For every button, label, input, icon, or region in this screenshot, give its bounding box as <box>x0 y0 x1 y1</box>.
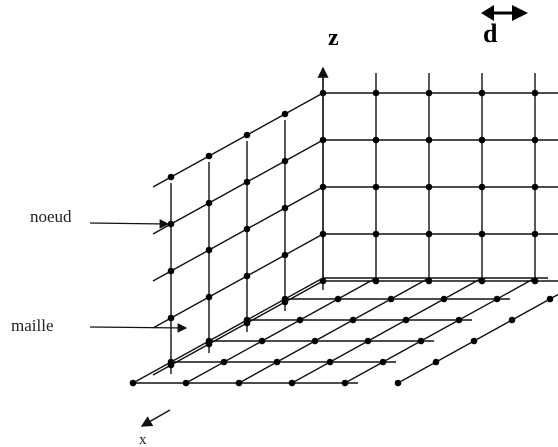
grid-node <box>281 204 289 212</box>
side-plane-slant-line <box>152 233 324 329</box>
grid-node <box>372 89 380 97</box>
grid-node <box>432 358 440 366</box>
grid-node <box>281 295 289 303</box>
grid-node <box>205 337 213 345</box>
grid-node <box>531 277 539 285</box>
grid-node <box>243 131 251 139</box>
grid-node <box>478 277 486 285</box>
node-pointer-arrow <box>89 219 170 229</box>
grid-node <box>425 89 433 97</box>
grid-node <box>493 295 501 303</box>
cell-label: maille <box>11 316 53 335</box>
grid-node <box>372 136 380 144</box>
grid-node <box>455 316 463 324</box>
side-plane-slant-line <box>152 92 324 188</box>
grid-node <box>311 337 319 345</box>
grid-node <box>478 136 486 144</box>
grid-node <box>531 136 539 144</box>
grid-node <box>440 295 448 303</box>
grid-node <box>394 379 402 387</box>
side-plane-slant-line <box>152 186 324 282</box>
grid-node <box>258 337 266 345</box>
floor-slant-line <box>132 277 324 384</box>
grid-node <box>425 277 433 285</box>
grid-node <box>425 136 433 144</box>
cell-pointer-arrow <box>89 323 188 333</box>
grid-node <box>364 337 372 345</box>
grid-node <box>546 295 554 303</box>
grid-node <box>341 379 349 387</box>
floor-slant-line <box>397 293 558 384</box>
grid-node <box>372 183 380 191</box>
grid-node <box>319 230 327 238</box>
grid-node <box>243 225 251 233</box>
grid-node <box>470 337 478 345</box>
grid-node <box>425 183 433 191</box>
grid-node <box>235 379 243 387</box>
grid-node <box>205 152 213 160</box>
grid-node <box>372 277 380 285</box>
grid-node <box>531 89 539 97</box>
grid-node <box>167 267 175 275</box>
floor-slant-line <box>344 277 536 384</box>
side-plane-slant-line <box>152 280 324 376</box>
grid-node <box>167 220 175 228</box>
grid-nodes <box>129 89 554 387</box>
grid-node <box>243 272 251 280</box>
grid-node <box>220 358 228 366</box>
grid-node <box>281 110 289 118</box>
side-plane-slant-line <box>152 139 324 235</box>
grid-node <box>478 183 486 191</box>
grid-node <box>326 358 334 366</box>
x-axis-label: x <box>139 432 147 447</box>
floor-slant-line <box>291 277 483 384</box>
grid-node <box>508 316 516 324</box>
spacing-double-arrow <box>481 5 528 21</box>
grid-node <box>182 379 190 387</box>
grid-node <box>372 230 380 238</box>
grid-node <box>319 277 327 285</box>
spacing-label: d <box>483 19 498 48</box>
grid-node <box>281 251 289 259</box>
grid-node <box>281 157 289 165</box>
grid-node <box>319 136 327 144</box>
grid-node <box>167 314 175 322</box>
grid-node <box>531 183 539 191</box>
grid-node <box>417 337 425 345</box>
floor-slant-line <box>185 277 377 384</box>
grid-node <box>205 199 213 207</box>
z-axis-label: z <box>328 25 339 51</box>
grid-node <box>387 295 395 303</box>
grid-node <box>205 246 213 254</box>
grid-node <box>349 316 357 324</box>
grid-node <box>167 173 175 181</box>
grid-node <box>319 183 327 191</box>
grid-node <box>334 295 342 303</box>
grid-lines <box>132 73 558 384</box>
grid-node <box>129 379 137 387</box>
grid-node <box>531 230 539 238</box>
grid-node <box>288 379 296 387</box>
grid-node <box>296 316 304 324</box>
grid-node <box>478 230 486 238</box>
x-axis-arrow <box>140 409 171 427</box>
floor-slant-line <box>238 277 430 384</box>
grid-node <box>402 316 410 324</box>
grid-node <box>167 358 175 366</box>
grid-node <box>243 178 251 186</box>
grid-node <box>379 358 387 366</box>
grid-node <box>425 230 433 238</box>
node-label: noeud <box>30 207 72 226</box>
grid-node <box>243 316 251 324</box>
grid-node <box>478 89 486 97</box>
grid-node <box>205 293 213 301</box>
grid-node <box>273 358 281 366</box>
